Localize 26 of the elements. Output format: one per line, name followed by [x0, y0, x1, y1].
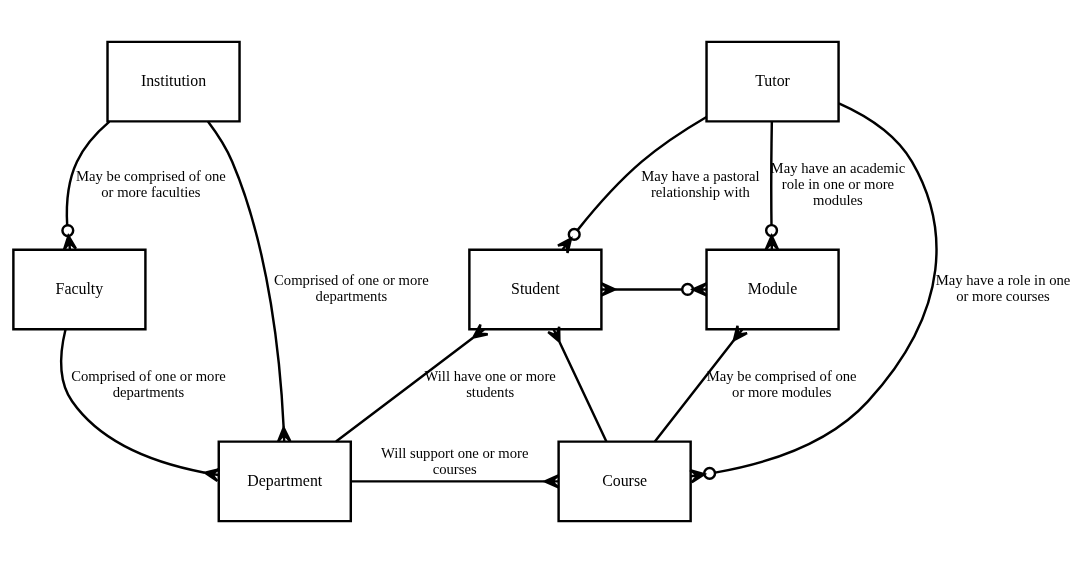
connector	[351, 474, 560, 489]
edge-label: Comprised of one or more departments	[274, 272, 429, 305]
edge-label: May have a role in one or more courses	[935, 272, 1071, 305]
edge-label: May be comprised of one or more modules	[706, 368, 857, 401]
connector	[207, 120, 292, 443]
connector	[546, 325, 608, 442]
edge-label: May be comprised of one or more faculties	[76, 168, 226, 201]
connector	[60, 328, 221, 483]
node-box: Course	[557, 440, 692, 523]
connector	[600, 282, 708, 297]
node-box: Institution	[106, 40, 241, 123]
edge-label: May have an academic role in one or more modules	[770, 160, 906, 209]
node-box: Faculty	[12, 248, 147, 331]
connector	[335, 323, 489, 443]
connector	[61, 120, 111, 252]
node-box: Module	[705, 248, 840, 331]
node-box: Student	[468, 248, 603, 331]
edge-label: Comprised of one or more departments	[71, 368, 226, 401]
edge-label: Will have one or more students	[424, 368, 556, 401]
connector	[688, 102, 938, 484]
node-box: Department	[217, 440, 352, 523]
connector	[556, 115, 708, 255]
connector	[653, 324, 749, 443]
edge-label: May have a pastoral relationship with	[641, 168, 760, 201]
edge-label: Will support one or more courses	[380, 444, 529, 477]
node-box: Tutor	[705, 40, 840, 123]
